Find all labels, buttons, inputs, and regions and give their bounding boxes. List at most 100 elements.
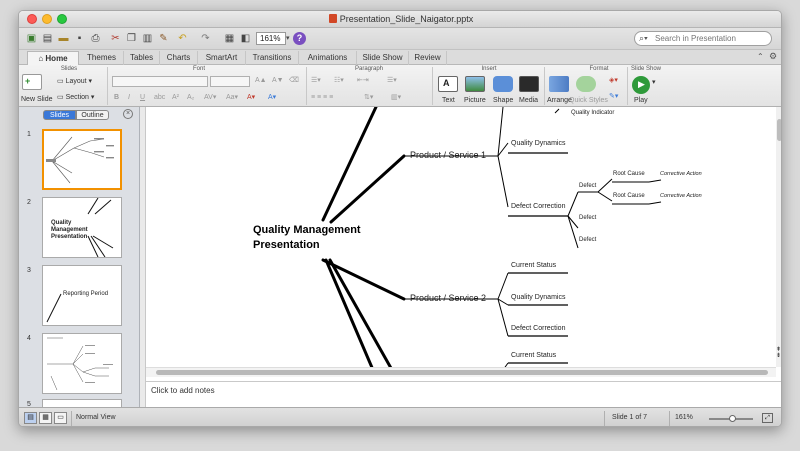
tab-transitions[interactable]: Transitions — [246, 51, 299, 65]
bold-icon[interactable]: B — [114, 94, 120, 101]
ribbon-separator — [627, 67, 628, 105]
vertical-scrollbar[interactable]: ⇞⇟ — [776, 107, 782, 367]
char-spacing-icon[interactable]: AV▾ — [204, 94, 217, 101]
section-button[interactable]: ▭ Section ▾ — [57, 94, 95, 101]
zoom-slider-knob[interactable] — [729, 415, 736, 422]
maximize-window-button[interactable] — [57, 14, 67, 24]
thumb-number: 3 — [27, 267, 31, 274]
superscript-icon[interactable]: A² — [172, 94, 179, 101]
new-document-icon[interactable]: ▣ — [26, 33, 37, 44]
indent-icon[interactable]: ⇤⇥ — [357, 77, 369, 84]
play-icon[interactable]: ▶ — [632, 76, 650, 94]
columns-icon[interactable]: ▥▾ — [391, 94, 402, 101]
slide-thumbnail-2[interactable]: Quality Management Presentation — [42, 197, 122, 258]
format-painter-icon[interactable]: ✎ — [159, 33, 168, 44]
tab-home[interactable]: ⌂ Home — [27, 51, 79, 65]
search-input[interactable] — [655, 33, 767, 44]
arrange-button[interactable]: Arrange — [547, 97, 572, 104]
new-slide-icon[interactable]: + — [22, 74, 42, 90]
notes-pane[interactable]: Click to add notes — [146, 381, 781, 407]
horizontal-scrollbar[interactable] — [146, 367, 776, 377]
slide-thumbnail-1[interactable] — [42, 129, 122, 190]
picture-icon[interactable] — [465, 76, 485, 92]
zoom-field[interactable]: 161% — [256, 32, 286, 45]
copy-icon[interactable]: ❐ — [127, 33, 136, 44]
numbering-icon[interactable]: ☷▾ — [334, 77, 344, 84]
save-icon[interactable]: ▪ — [77, 33, 82, 44]
collapse-ribbon-icon[interactable]: ⌃ — [757, 52, 764, 61]
help-icon[interactable]: ? — [293, 32, 306, 45]
subscript-icon[interactable]: A₂ — [187, 94, 195, 101]
prev-next-slide-icon[interactable]: ⇞⇟ — [776, 347, 782, 359]
tab-slide-show[interactable]: Slide Show — [357, 51, 409, 65]
tab-slides[interactable]: Slides — [43, 110, 76, 120]
font-color-icon[interactable]: A▾ — [247, 94, 256, 101]
presenter-view-icon[interactable]: ▭ — [54, 412, 67, 424]
gallery-icon[interactable]: ▦ — [224, 33, 235, 44]
layout-button[interactable]: ▭ Layout ▾ — [57, 78, 93, 85]
line-spacing-icon[interactable]: ☰▾ — [387, 77, 397, 84]
font-size-field[interactable] — [210, 76, 250, 87]
italic-icon[interactable]: I — [128, 94, 130, 101]
new-slide-button[interactable]: New Slide — [21, 96, 53, 103]
align-icons[interactable]: ≡ ≡ ≡ ≡ — [311, 94, 334, 101]
close-panel-icon[interactable]: × — [123, 109, 133, 119]
slide-sorter-icon[interactable]: ▦ — [39, 412, 52, 424]
change-case-icon[interactable]: Aa▾ — [226, 94, 239, 101]
panel-splitter[interactable] — [140, 107, 146, 407]
quick-styles-button[interactable]: Quick Styles — [569, 97, 608, 104]
paste-icon[interactable]: ▥ — [142, 33, 153, 44]
undo-icon[interactable]: ↶ — [178, 33, 187, 44]
strikethrough-icon[interactable]: abc — [154, 94, 166, 101]
picture-button[interactable]: Picture — [464, 97, 486, 104]
tab-charts[interactable]: Charts — [160, 51, 198, 65]
slide-canvas[interactable]: Quality Management Presentation Quality … — [146, 107, 781, 377]
fit-to-window-icon[interactable]: ⤢ — [762, 413, 773, 423]
print-icon[interactable]: ⎙ — [91, 33, 100, 44]
media-button[interactable]: Media — [519, 97, 539, 104]
tab-smartart[interactable]: SmartArt — [198, 51, 246, 65]
font-name-field[interactable] — [112, 76, 208, 87]
quick-styles-icon[interactable] — [576, 76, 596, 92]
zoom-dropdown-icon[interactable]: ▾ — [286, 35, 290, 42]
sidebar-toggle-icon[interactable]: ◧ — [240, 33, 251, 44]
vertical-scroll-thumb[interactable] — [777, 119, 781, 141]
shrink-font-icon[interactable]: A▼ — [272, 77, 284, 84]
open-folder-icon[interactable]: ▬ — [58, 33, 69, 44]
text-box-icon[interactable]: A — [438, 76, 458, 92]
redo-icon[interactable]: ↷ — [201, 33, 210, 44]
normal-view-icon[interactable]: ▤ — [24, 412, 37, 424]
minimize-window-button[interactable] — [42, 14, 52, 24]
shape-icon[interactable] — [493, 76, 513, 92]
tab-themes[interactable]: Themes — [80, 51, 124, 65]
slide-thumbnail-3[interactable]: Reporting Period — [42, 265, 122, 326]
text-direction-icon[interactable]: ⇅▾ — [364, 94, 374, 101]
zoom-slider[interactable] — [709, 415, 753, 422]
gear-icon[interactable]: ⚙ — [769, 51, 778, 61]
media-icon[interactable] — [519, 76, 539, 92]
templates-icon[interactable]: ▤ — [42, 33, 53, 44]
arrange-icon[interactable] — [549, 76, 569, 92]
shape-fill-icon[interactable]: ◈▾ — [609, 77, 618, 84]
search-box[interactable]: ⌕▾ — [634, 31, 772, 46]
slide-thumbnail-4[interactable] — [42, 333, 122, 394]
clear-format-icon[interactable]: ⌫ — [289, 77, 299, 84]
tab-tables[interactable]: Tables — [124, 51, 160, 65]
tab-outline[interactable]: Outline — [76, 110, 109, 120]
shape-line-icon[interactable]: ✎▾ — [609, 93, 619, 100]
underline-icon[interactable]: U — [140, 94, 146, 101]
shape-button[interactable]: Shape — [493, 97, 514, 104]
horizontal-scroll-thumb[interactable] — [156, 370, 768, 375]
node-defect-correction-2: Defect Correction — [511, 325, 566, 332]
tab-review[interactable]: Review — [409, 51, 447, 65]
tab-animations[interactable]: Animations — [299, 51, 357, 65]
text-button[interactable]: Text — [442, 97, 455, 104]
window-title-text: Presentation_Slide_Naigator.pptx — [339, 14, 474, 24]
cut-icon[interactable]: ✂ — [111, 33, 120, 44]
close-window-button[interactable] — [27, 14, 37, 24]
grow-font-icon[interactable]: A▲ — [255, 77, 267, 84]
play-button[interactable]: Play — [634, 97, 648, 104]
bullets-icon[interactable]: ☰▾ — [311, 77, 321, 84]
text-effects-icon[interactable]: A▾ — [268, 94, 277, 101]
play-dropdown-icon[interactable]: ▾ — [652, 79, 656, 86]
